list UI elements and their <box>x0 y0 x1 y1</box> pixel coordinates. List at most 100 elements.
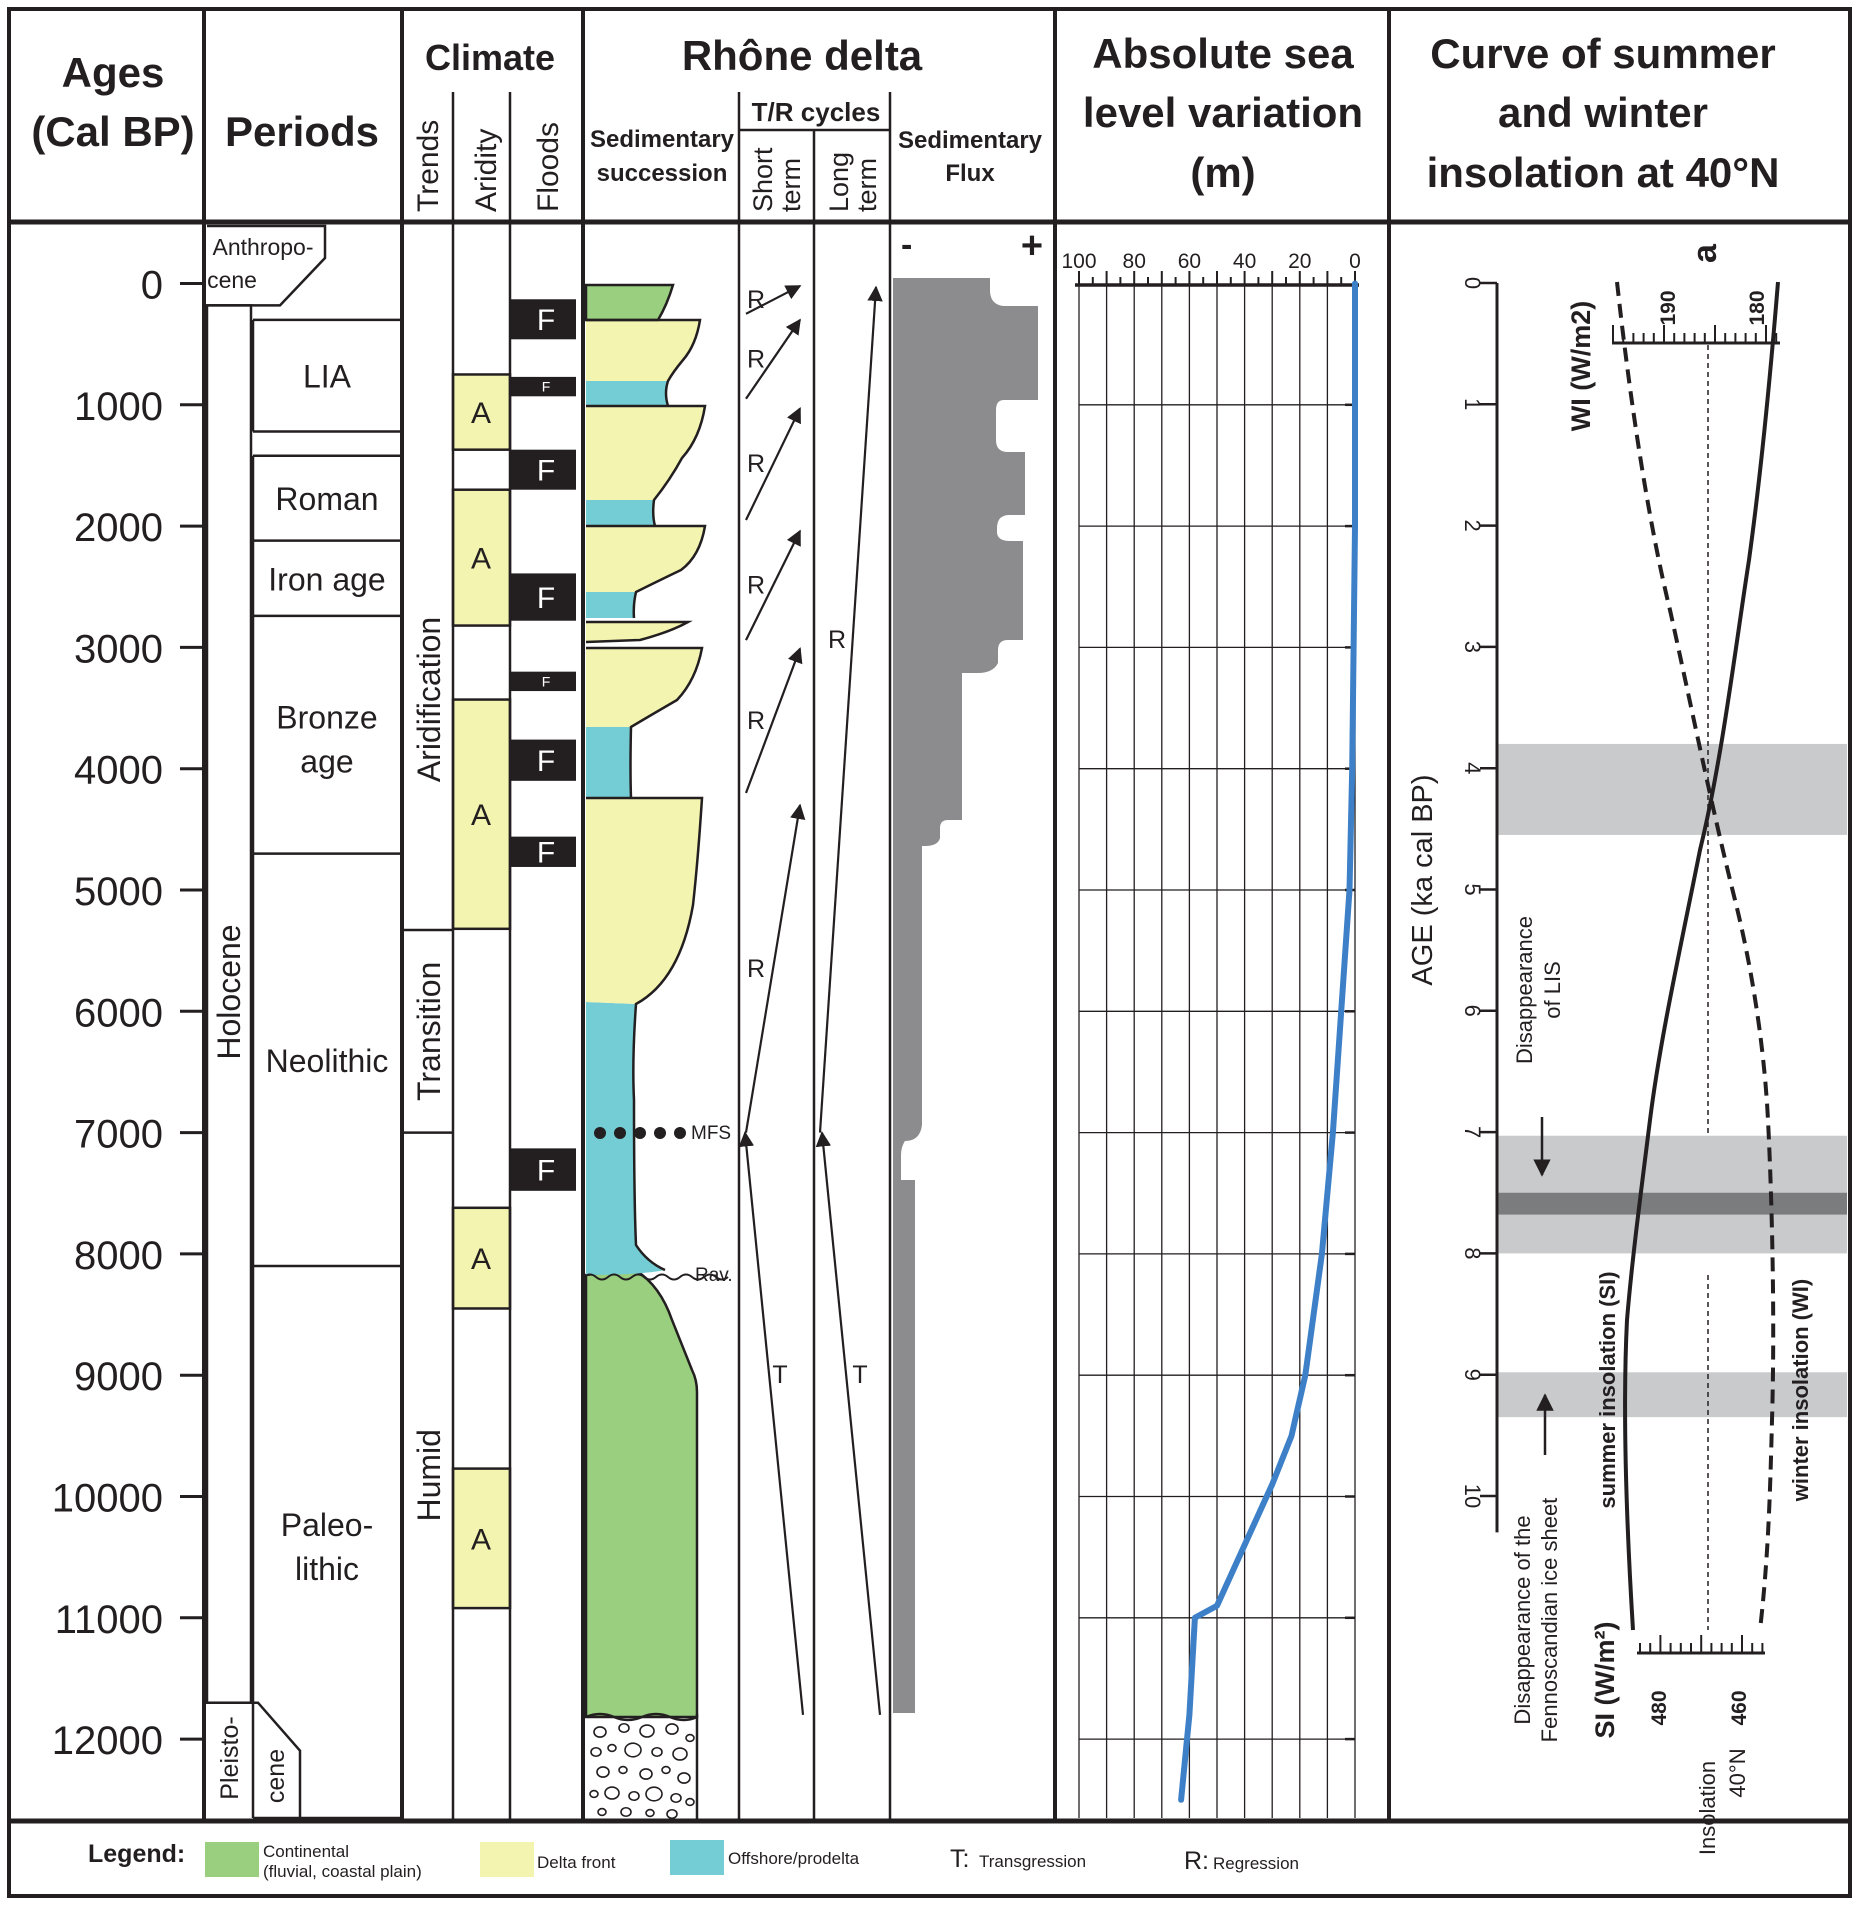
short-term-header-line1: Short <box>748 147 778 212</box>
facies-continental-base <box>584 1268 699 1719</box>
legend-delta-front: Delta front <box>537 1853 616 1872</box>
age-tick-label: 8000 <box>74 1234 163 1278</box>
gravel-clast <box>651 1746 663 1758</box>
gravel-clast <box>670 1792 682 1804</box>
insolation-age-tick-label: 3 <box>1460 641 1485 653</box>
ages-header-line2: (Cal BP) <box>31 108 194 155</box>
winter-insolation-label: winter insolation (WI) <box>1788 1279 1813 1502</box>
mfs-dot <box>654 1127 666 1139</box>
period-label-line1: Paleo- <box>281 1507 374 1543</box>
gravel-clast <box>593 1726 607 1738</box>
insolation-shaded-band <box>1497 1372 1847 1418</box>
tr-arrow-label: R <box>747 955 765 983</box>
facies-offshore-3 <box>586 727 631 798</box>
rav-wavy-line <box>583 1273 729 1281</box>
period-label: Roman <box>275 481 378 517</box>
flux-minus-sign: - <box>901 226 912 264</box>
succession-outlines <box>585 318 707 1272</box>
si-axis-label: SI (W/m²) <box>1590 1622 1620 1739</box>
tr-arrow <box>745 407 801 521</box>
insolation-age-tick-label: 4 <box>1460 762 1485 774</box>
tr-arrow-label: R <box>747 707 765 735</box>
legend-t-text: Transgression <box>979 1852 1086 1871</box>
flood-label: F <box>537 837 555 870</box>
flood-label: F <box>542 379 551 395</box>
flood-event <box>510 671 576 692</box>
gravel-clast <box>645 1786 663 1802</box>
anthropocene-box <box>207 224 327 307</box>
age-tick-label: 11000 <box>55 1598 163 1642</box>
insolation-header-line1: Curve of summer <box>1430 30 1775 77</box>
sea-axis-tick-label: 20 <box>1288 250 1311 273</box>
flood-event <box>510 573 576 621</box>
facies-delta-front-4 <box>586 798 702 1004</box>
trend-label: Humid <box>411 1429 447 1521</box>
sea-axis-tick-label: 40 <box>1233 250 1256 273</box>
anthropocene-label-1: Anthropo- <box>212 234 313 260</box>
gravel-clast <box>677 1772 691 1784</box>
gravel-clast <box>628 1790 640 1802</box>
gravel-clast <box>620 1806 632 1818</box>
legend: Legend: Continental (fluvial, coastal pl… <box>88 1840 1299 1881</box>
gravel-clast <box>685 1733 695 1743</box>
wi-tick-190: 190 <box>1657 290 1680 325</box>
si-axis: 480 460 SI (W/m²) <box>1590 1622 1765 1739</box>
insolation-shaded-bands <box>1497 743 1847 1418</box>
gravel-clast <box>597 1807 607 1817</box>
tr-arrow <box>744 647 803 794</box>
facies-delta-front-2 <box>586 526 705 592</box>
insolation-header-line3: insolation at 40°N <box>1427 149 1780 196</box>
insolation-age-tick-label: 8 <box>1460 1247 1485 1259</box>
pleistocene-label-1: Pleisto- <box>216 1716 244 1799</box>
aridity-label: A <box>471 543 491 576</box>
period-label: Neolithic <box>266 1043 389 1079</box>
sea-level-header-line2: level variation <box>1083 89 1363 136</box>
flood-event <box>510 449 576 490</box>
period-label-line2: age <box>300 744 353 780</box>
flood-event <box>510 299 576 340</box>
gravel-clast <box>639 1768 653 1780</box>
winter-insolation-curve <box>1615 281 1776 1631</box>
insolation-label-line1: Insolation <box>1695 1761 1720 1855</box>
gravel-clast <box>645 1808 655 1818</box>
tr-arrow <box>738 1131 805 1715</box>
tr-long-term-arrows: RT <box>815 285 883 1715</box>
gravel-clast <box>589 1789 599 1799</box>
insolation-age-tick-label: 5 <box>1460 883 1485 895</box>
legend-r-key: R: <box>1184 1847 1209 1875</box>
facies-offshore-1 <box>586 500 655 526</box>
age-axis: 0100020003000400050006000700080009000100… <box>52 264 204 1763</box>
tr-arrow <box>745 529 801 641</box>
trend-label: Aridification <box>411 617 447 782</box>
facies-continental-top <box>584 283 675 322</box>
facies-delta-front-2b <box>586 622 688 642</box>
mfs-marker <box>594 1127 686 1139</box>
flood-label: F <box>537 1154 555 1187</box>
insolation-shaded-band <box>1497 743 1847 835</box>
age-tick-label: 12000 <box>52 1719 163 1763</box>
sea-axis-tick-label: 80 <box>1123 250 1146 273</box>
period-label-line1: Bronze <box>276 700 377 736</box>
fis-label-line2: Fennoscandian ice sheet <box>1537 1498 1562 1743</box>
pleistocene-gravel <box>585 1712 699 1820</box>
legend-swatch-offshore <box>670 1840 724 1875</box>
age-tick-label: 6000 <box>74 991 163 1035</box>
legend-t-key: T: <box>950 1845 969 1873</box>
insolation-age-tick-label: 10 <box>1460 1484 1485 1508</box>
insolation-age-tick-label: 0 <box>1460 277 1485 289</box>
gravel-clast <box>672 1747 688 1761</box>
aridity-label: A <box>471 1523 491 1556</box>
insolation-age-tick-label: 1 <box>1460 398 1485 410</box>
sed-flux-header-line2: Flux <box>945 160 995 187</box>
anthropocene-label-2: cene <box>207 267 257 293</box>
age-tick-label: 0 <box>141 264 163 308</box>
outer-border <box>7 7 1852 1898</box>
header-row: Ages (Cal BP) Periods Climate Trends Ari… <box>31 30 1779 212</box>
sed-succession-header-line1: Sedimentary <box>590 126 735 153</box>
